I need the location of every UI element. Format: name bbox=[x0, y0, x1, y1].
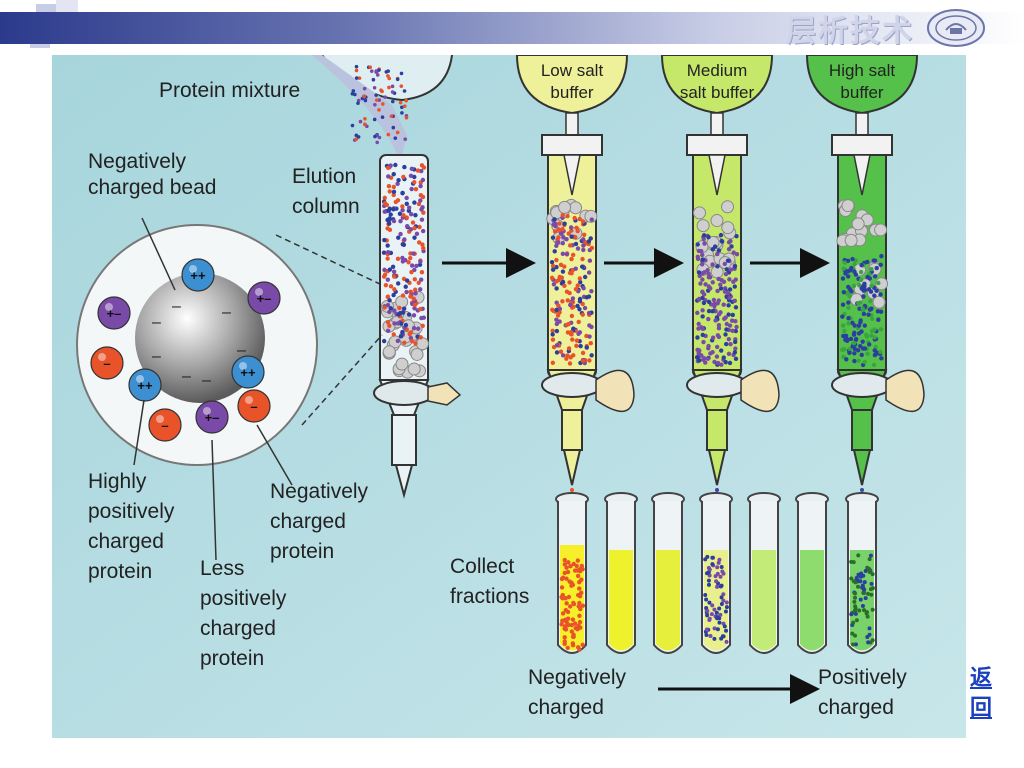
protein-ion-5: ++ bbox=[231, 355, 265, 389]
protein-ion-7: – bbox=[148, 408, 182, 442]
protein-ion-6: ++ bbox=[128, 368, 162, 402]
collection-tube-3 bbox=[651, 492, 685, 654]
pour-stream bbox=[312, 55, 407, 155]
university-seal-icon bbox=[927, 9, 985, 47]
collection-tube-7 bbox=[845, 492, 879, 654]
svg-text:–: – bbox=[222, 304, 231, 321]
collection-tube-5 bbox=[747, 492, 781, 654]
svg-text:+–: +– bbox=[257, 291, 272, 306]
collection-tube-4 bbox=[699, 492, 733, 654]
svg-text:++: ++ bbox=[190, 268, 206, 283]
label-negatively-charged: Negatively charged bbox=[528, 666, 632, 719]
svg-text:+–: +– bbox=[107, 306, 122, 321]
svg-text:–: – bbox=[152, 348, 161, 365]
svg-text:–: – bbox=[202, 372, 211, 389]
back-link[interactable]: 返 回 bbox=[969, 666, 992, 721]
protein-ion-3: +– bbox=[247, 281, 281, 315]
label-elution-column: Elution column bbox=[292, 165, 362, 218]
svg-text:–: – bbox=[237, 342, 246, 359]
label-collect-fractions: Collect fractions bbox=[450, 555, 529, 608]
collection-tube-1 bbox=[555, 492, 589, 654]
svg-text:+–: +– bbox=[205, 410, 220, 425]
svg-text:++: ++ bbox=[240, 365, 256, 380]
header-bar bbox=[0, 12, 1024, 44]
svg-text:–: – bbox=[172, 298, 181, 315]
svg-text:–: – bbox=[152, 314, 161, 331]
elution-column bbox=[373, 154, 462, 499]
page-title: 层析技术 bbox=[786, 14, 914, 49]
svg-text:–: – bbox=[182, 368, 191, 385]
label-bead: Negatively charged bead bbox=[88, 150, 216, 199]
label-highly-positive: Highly positively charged protein bbox=[88, 470, 180, 583]
protein-ion-2: +– bbox=[97, 296, 131, 330]
protein-ion-4: – bbox=[90, 346, 124, 380]
label-protein-mixture: Protein mixture bbox=[159, 79, 300, 102]
collection-tube-6 bbox=[795, 492, 829, 654]
column-contents bbox=[836, 199, 889, 408]
protein-ion-8: +– bbox=[195, 400, 229, 434]
label-less-positive: Less positively charged protein bbox=[200, 557, 292, 670]
svg-text:–: – bbox=[250, 399, 257, 414]
protein-ion-9: – bbox=[237, 389, 271, 423]
protein-ion-1: ++ bbox=[181, 258, 215, 292]
pour-dots bbox=[350, 64, 409, 145]
svg-text:–: – bbox=[103, 356, 110, 371]
column-contents bbox=[546, 198, 598, 408]
label-positively-charged: Positively charged bbox=[818, 666, 913, 719]
column-0-contents bbox=[380, 162, 429, 379]
svg-text:++: ++ bbox=[137, 378, 153, 393]
label-negative-protein: Negatively charged protein bbox=[270, 480, 374, 563]
collection-tube-2 bbox=[604, 492, 638, 654]
svg-text:–: – bbox=[161, 418, 168, 433]
